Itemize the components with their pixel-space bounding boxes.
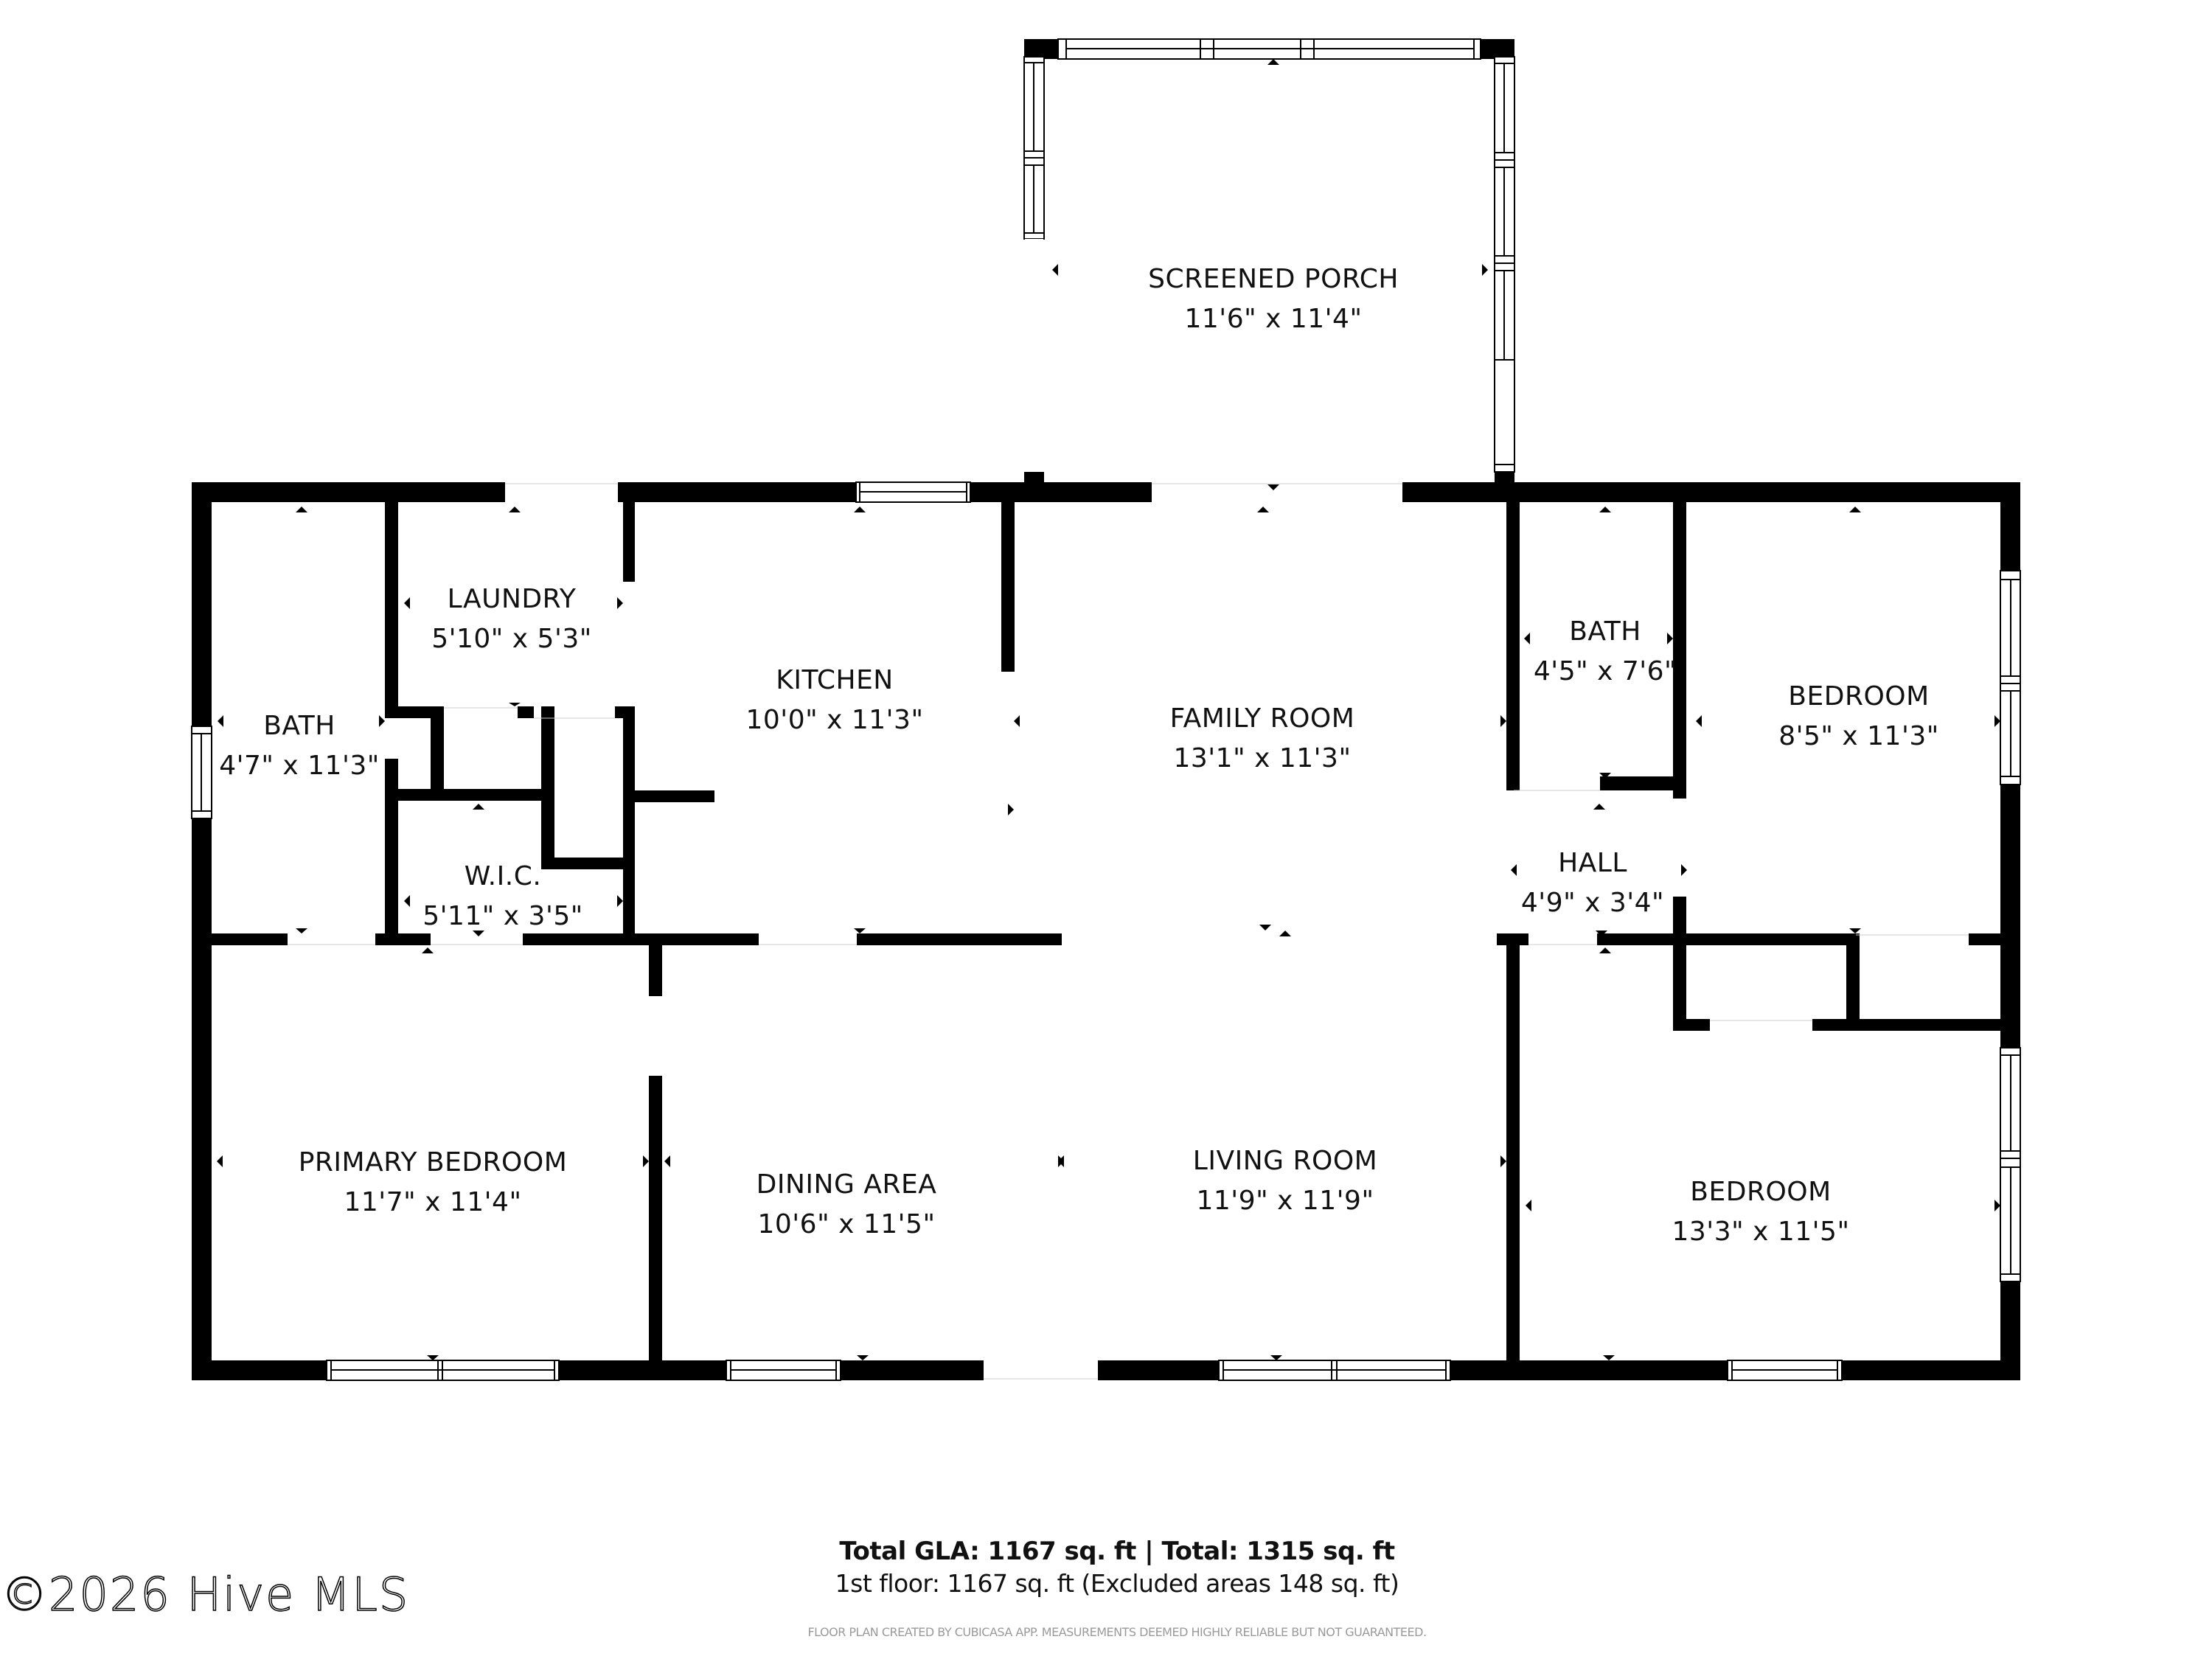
room-dimensions: 10'0" x 11'3" [745, 705, 924, 735]
room-dimensions: 11'7" x 11'4" [344, 1187, 522, 1217]
room-name: PRIMARY BEDROOM [298, 1147, 568, 1178]
disclaimer: FLOOR PLAN CREATED BY CUBICASA APP. MEAS… [807, 1625, 1427, 1639]
porch-screen-top [1057, 38, 1481, 60]
room-label-dining-area: DINING AREA 10'6" x 11'5" [757, 1165, 937, 1245]
room-dimensions: 8'5" x 11'3" [1778, 721, 1939, 751]
room-name: LIVING ROOM [1192, 1146, 1378, 1176]
room-name: KITCHEN [776, 665, 894, 695]
room-label-living-room: LIVING ROOM 11'9" x 11'9" [1193, 1141, 1377, 1221]
room-label-bedroom-upper: BEDROOM 8'5" x 11'3" [1778, 677, 1939, 757]
porch-screen-left [1023, 56, 1045, 472]
room-name: SCREENED PORCH [1148, 264, 1399, 294]
room-name: FAMILY ROOM [1169, 703, 1355, 734]
room-label-bath-left: BATH 4'7" x 11'3" [219, 706, 380, 786]
room-name: BATH [1569, 616, 1641, 647]
room-label-laundry: LAUNDRY 5'10" x 5'3" [431, 580, 592, 659]
room-label-screened-porch: SCREENED PORCH 11'6" x 11'4" [1148, 260, 1399, 339]
interior-walls [192, 482, 2020, 1380]
room-dimensions: 5'10" x 5'3" [431, 624, 592, 654]
room-label-family-room: FAMILY ROOM 13'1" x 11'3" [1170, 699, 1355, 779]
room-dimensions: 13'3" x 11'5" [1672, 1217, 1850, 1247]
room-label-hall: HALL 4'9" x 3'4" [1521, 844, 1664, 923]
room-name: DINING AREA [756, 1169, 937, 1200]
room-dimensions: 11'9" x 11'9" [1196, 1186, 1374, 1216]
room-name: LAUNDRY [447, 584, 577, 614]
room-label-bedroom-lower: BEDROOM 13'3" x 11'5" [1672, 1172, 1849, 1252]
room-name: BEDROOM [1690, 1177, 1832, 1207]
room-dimensions: 5'11" x 3'5" [422, 901, 583, 931]
room-name: W.I.C. [464, 861, 542, 891]
measurement-markers [217, 59, 2000, 1360]
area-summary: Total GLA: 1167 sq. ft | Total: 1315 sq.… [835, 1535, 1399, 1600]
room-label-wic: W.I.C. 5'11" x 3'5" [422, 857, 583, 936]
room-dimensions: 4'9" x 3'4" [1520, 888, 1665, 918]
room-label-kitchen: KITCHEN 10'0" x 11'3" [745, 661, 923, 740]
copyright-watermark: ©2026 Hive MLS [1, 1567, 410, 1622]
floor-area-breakdown: 1st floor: 1167 sq. ft (Excluded areas 1… [835, 1569, 1399, 1598]
room-dimensions: 4'5" x 7'6" [1533, 656, 1677, 686]
room-label-primary-bedroom: PRIMARY BEDROOM 11'7" x 11'4" [299, 1143, 568, 1222]
room-dimensions: 10'6" x 11'5" [757, 1209, 936, 1239]
room-dimensions: 13'1" x 11'3" [1173, 743, 1352, 773]
room-label-bath-right: BATH 4'5" x 7'6" [1534, 612, 1677, 692]
room-dimensions: 11'6" x 11'4" [1184, 304, 1363, 334]
exterior-windows [191, 481, 2021, 1381]
room-name: BATH [263, 711, 335, 741]
total-area: Total GLA: 1167 sq. ft | Total: 1315 sq.… [839, 1537, 1395, 1566]
openings [288, 483, 1969, 1380]
porch-screen-right [1494, 56, 1515, 473]
room-name: BEDROOM [1788, 681, 1930, 712]
room-dimensions: 4'7" x 11'3" [219, 751, 380, 781]
room-name: HALL [1558, 848, 1627, 878]
